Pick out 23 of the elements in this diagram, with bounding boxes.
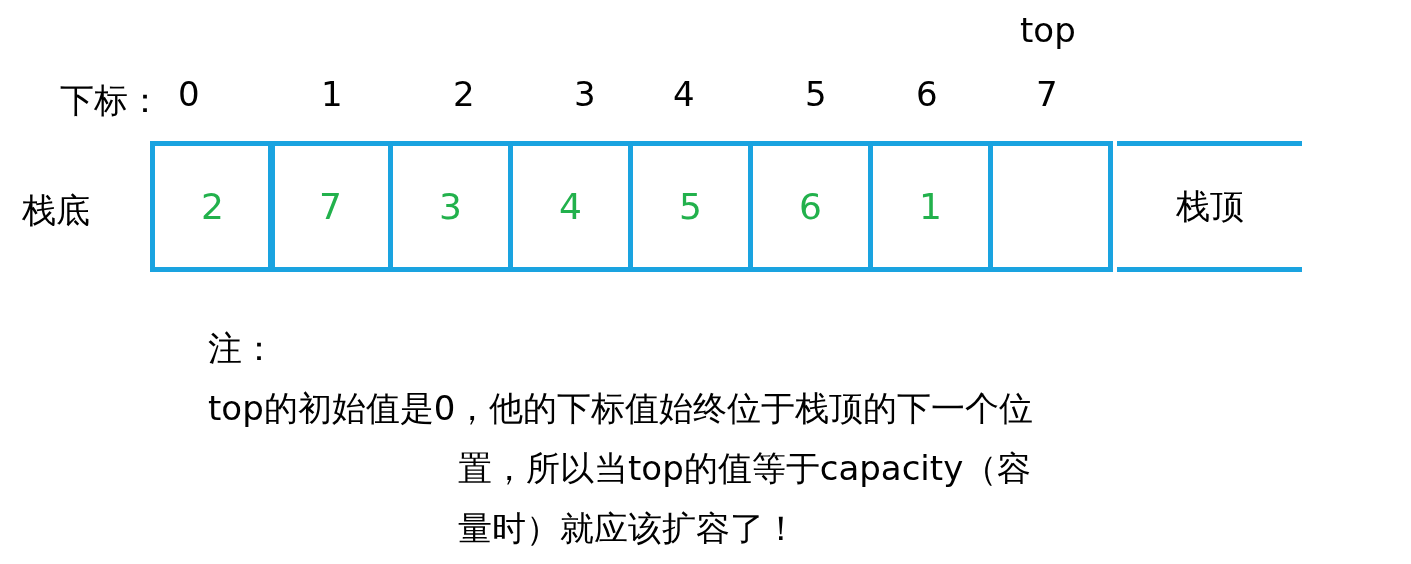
cell-value: 5	[679, 186, 702, 227]
index-number: 7	[1036, 74, 1058, 115]
index-number: 0	[178, 74, 200, 115]
index-caption: 下标：	[60, 80, 162, 121]
index-number: 1	[321, 74, 343, 115]
note-heading: 注：	[208, 328, 276, 369]
index-number: 3	[574, 74, 596, 115]
index-number: 6	[916, 74, 938, 115]
cell-value: 7	[319, 186, 342, 227]
note-text: top的初始值是0，他的下标值始终位于栈顶的下一个位置，所以当top的值等于capacity（容量时）就应该扩容了！	[208, 387, 1035, 550]
cell-value: 6	[799, 186, 822, 227]
cell-value: 1	[919, 186, 942, 227]
cell-value: 2	[201, 186, 224, 227]
index-number: 5	[805, 74, 827, 115]
stack-bottom-label: 栈底	[22, 190, 90, 231]
cell-value: 4	[559, 186, 582, 227]
index-number: 2	[453, 74, 475, 115]
stack-top-slot	[1117, 141, 1302, 272]
slot-label: 栈顶	[1175, 184, 1244, 228]
pointer-label: top	[1020, 10, 1076, 51]
index-number: 4	[673, 74, 695, 115]
array-cell	[150, 141, 275, 272]
cell-value: 3	[439, 186, 462, 227]
